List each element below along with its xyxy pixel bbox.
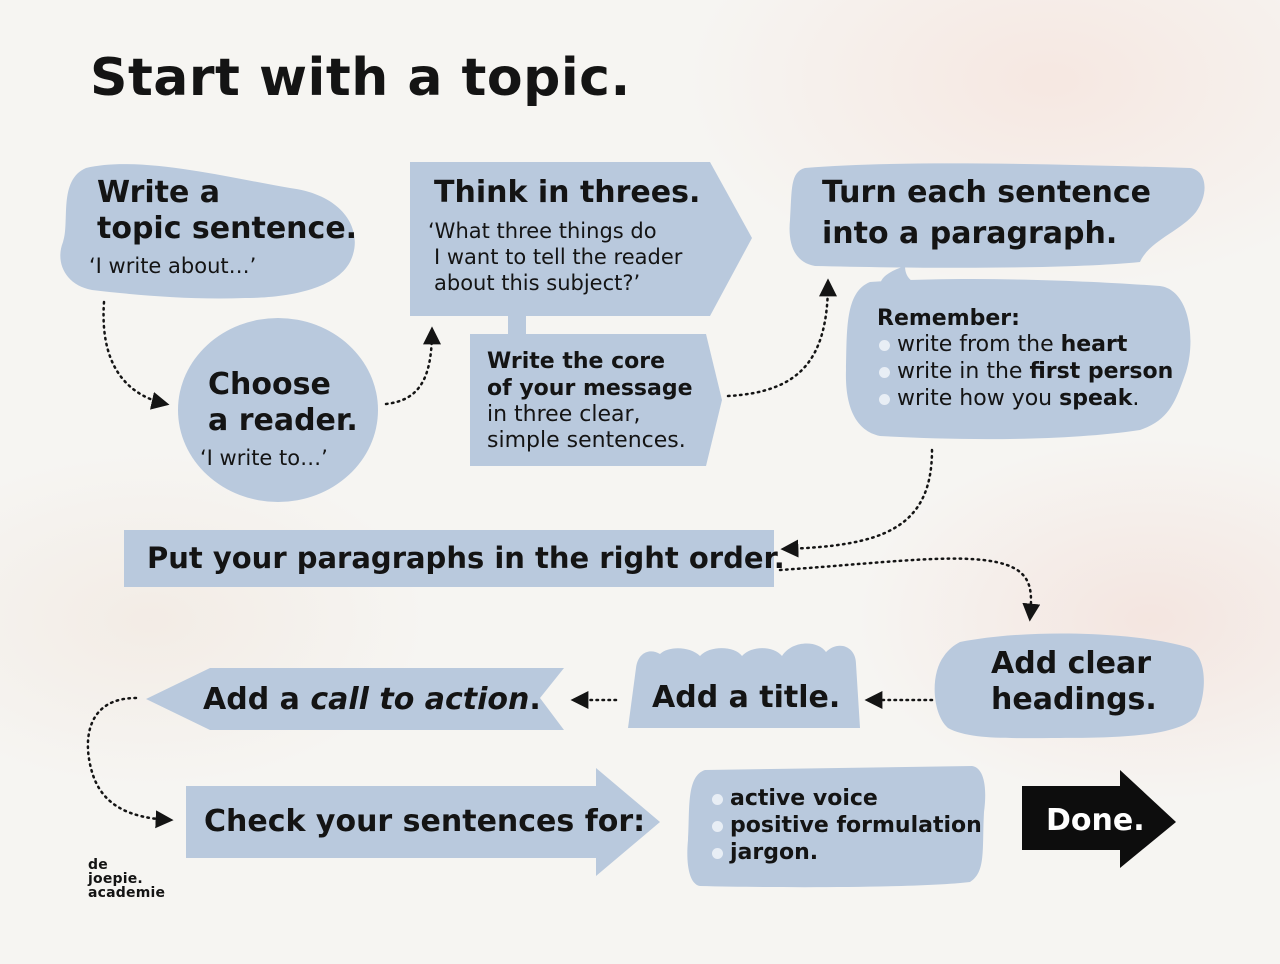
order-shape bbox=[124, 530, 774, 587]
cta-text: Add a call to action. bbox=[203, 682, 541, 717]
threes-question-line1: ‘What three things do bbox=[428, 219, 657, 243]
paragraph-shape bbox=[789, 163, 1205, 268]
done-text: Done. bbox=[1046, 803, 1145, 838]
core-line1: Write the core bbox=[487, 349, 666, 374]
core-shape bbox=[470, 334, 722, 466]
add-title-text: Add a title. bbox=[652, 680, 841, 715]
reader-quote: ‘I write to…’ bbox=[200, 446, 328, 470]
core-line3: in three clear, bbox=[487, 402, 641, 427]
remember-item: write in the first person bbox=[877, 358, 1173, 385]
arrow-remember-to-order bbox=[780, 448, 934, 558]
remember-shape bbox=[845, 279, 1191, 440]
threes-shape bbox=[410, 162, 752, 316]
check-item: jargon. bbox=[710, 839, 982, 866]
arrow-topic-to-reader bbox=[102, 300, 170, 410]
topic-sentence-shape bbox=[60, 164, 355, 299]
headings-shape bbox=[934, 633, 1204, 739]
check-text: Check your sentences for: bbox=[204, 804, 646, 839]
headings-line2: headings. bbox=[991, 682, 1157, 717]
check-item: active voice bbox=[710, 785, 982, 812]
order-text: Put your paragraphs in the right order. bbox=[147, 541, 785, 575]
reader-heading-line2: a reader. bbox=[208, 403, 358, 438]
arrow-cta-to-check bbox=[86, 696, 174, 829]
headings-line1: Add clear bbox=[991, 646, 1152, 681]
paragraph-heading-line1: Turn each sentence bbox=[822, 175, 1152, 210]
paragraph-heading-line2: into a paragraph. bbox=[822, 216, 1118, 251]
check-shape bbox=[186, 768, 660, 876]
logo: de joepie. academie bbox=[88, 857, 166, 901]
remember-item: write how you speak. bbox=[877, 385, 1173, 412]
reader-heading-line1: Choose bbox=[208, 367, 331, 402]
arrow-order-to-headings bbox=[778, 557, 1041, 622]
arrow-reader-to-threes bbox=[384, 326, 441, 406]
topic-heading-line1: Write a bbox=[97, 175, 221, 210]
threes-question-line3: about this subject?’ bbox=[434, 271, 641, 295]
topic-quote: ‘I write about…’ bbox=[89, 254, 257, 278]
done-shape bbox=[1022, 770, 1176, 868]
threes-core-connector bbox=[508, 316, 526, 336]
threes-heading: Think in threes. bbox=[434, 175, 701, 210]
threes-question-line2: I want to tell the reader bbox=[434, 245, 683, 269]
page-title: Start with a topic. bbox=[90, 48, 631, 108]
check-item: positive formulation bbox=[710, 812, 982, 839]
core-line4: simple sentences. bbox=[487, 428, 686, 453]
remember-heading: Remember: bbox=[877, 306, 1020, 331]
arrow-core-to-paragraph bbox=[726, 278, 837, 398]
check-items-list: active voice positive formulation jargon… bbox=[710, 785, 982, 866]
add-title-shape bbox=[628, 643, 860, 728]
check-items-shape bbox=[687, 766, 986, 888]
remember-item: write from the heart bbox=[877, 331, 1173, 358]
reader-shape bbox=[178, 318, 378, 502]
core-line2: of your message bbox=[487, 376, 693, 401]
cta-shape bbox=[146, 668, 564, 730]
remember-list: write from the heart write in the first … bbox=[877, 331, 1173, 412]
topic-heading-line2: topic sentence. bbox=[97, 211, 358, 246]
